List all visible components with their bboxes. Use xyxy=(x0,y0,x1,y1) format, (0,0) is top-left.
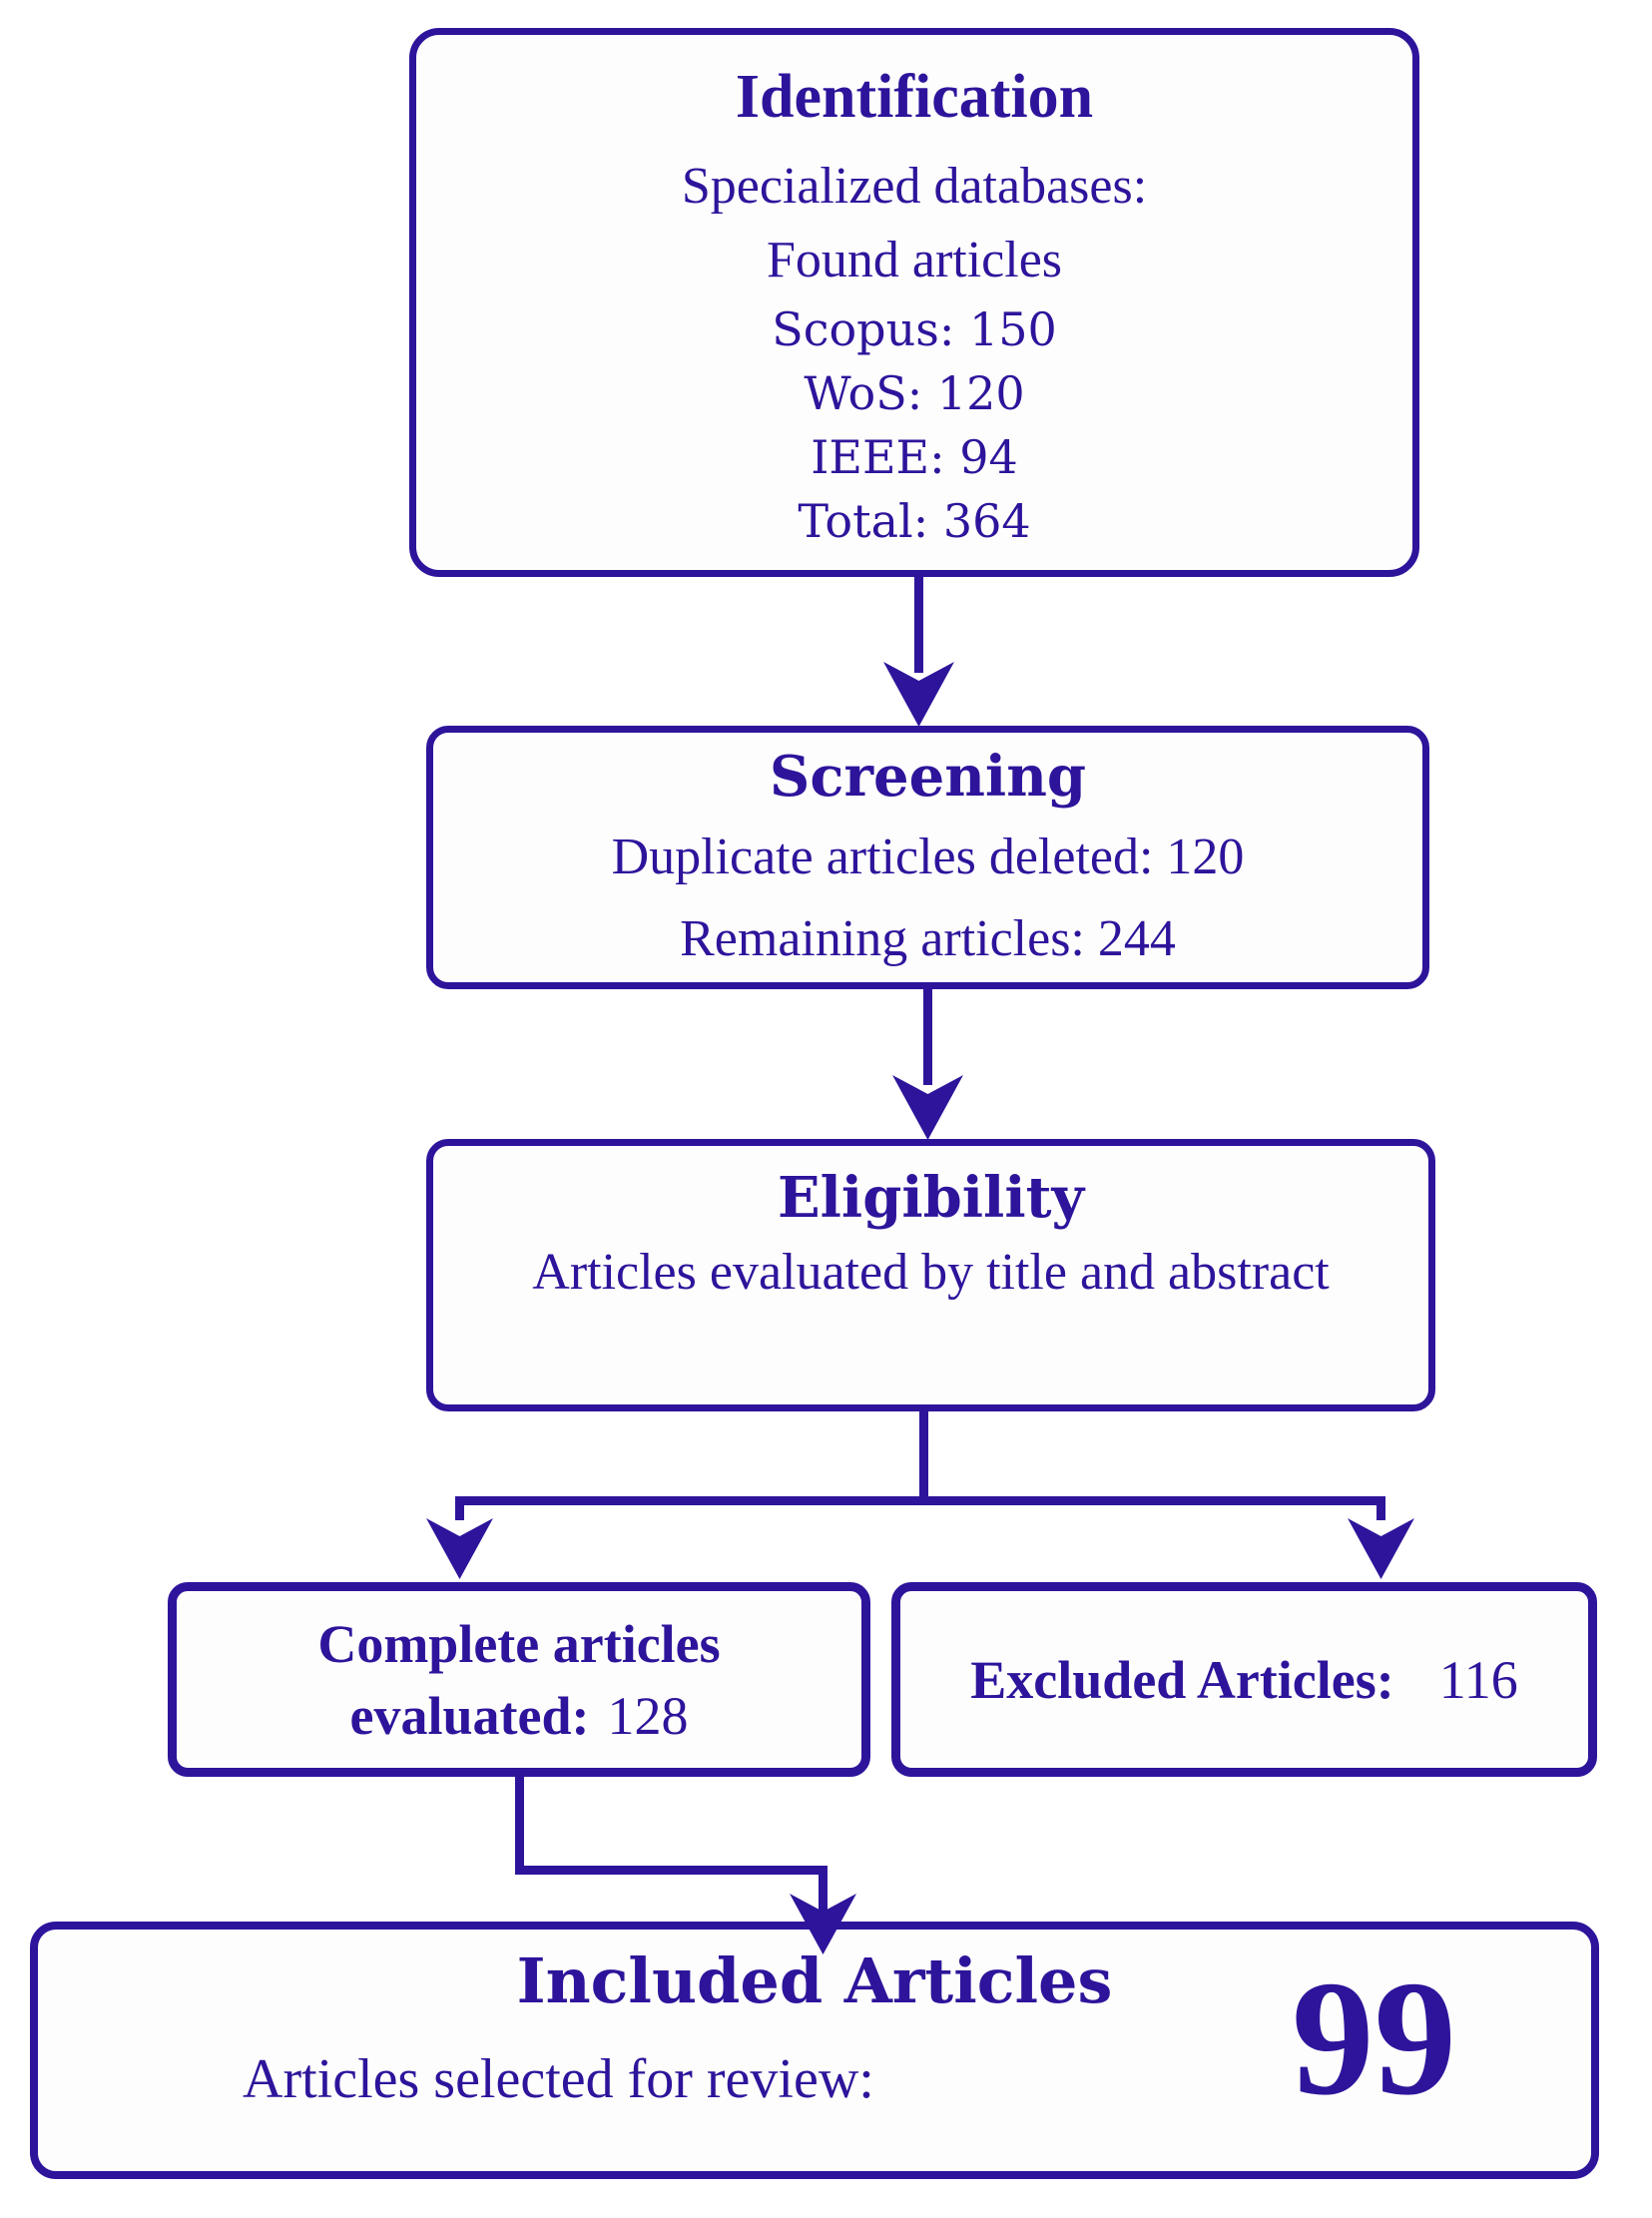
arrow-split-right-head-icon xyxy=(1348,1518,1414,1579)
arrow-split-left-head-icon xyxy=(426,1518,493,1579)
elbow-vertical-1 xyxy=(515,1775,524,1875)
identification-box: Identification Specialized databases: Fo… xyxy=(409,28,1419,577)
complete-articles-count: 128 xyxy=(607,1685,689,1746)
complete-articles-box: Complete articles evaluated: 128 xyxy=(168,1582,870,1777)
complete-articles-line2: evaluated: 128 xyxy=(177,1680,861,1752)
eligibility-box: Eligibility Articles evaluated by title … xyxy=(426,1139,1435,1411)
identification-line2: Found articles xyxy=(766,232,1063,288)
excluded-articles-box: Excluded Articles: 116 xyxy=(891,1582,1597,1777)
included-articles-box: Included Articles Articles selected for … xyxy=(30,1922,1599,2179)
stat-scopus: Scopus: 150 xyxy=(772,302,1057,356)
stat-ieee: IEEE: 94 xyxy=(811,430,1018,484)
complete-articles-line1: Complete articles xyxy=(317,1613,721,1674)
screening-box: Screening Duplicate articles deleted: 12… xyxy=(426,726,1429,989)
arrow-identification-screening-head-icon xyxy=(883,662,954,727)
screening-line1: Duplicate articles deleted: 120 xyxy=(611,829,1245,885)
split-right-stub xyxy=(1377,1496,1385,1520)
elbow-vertical-2 xyxy=(819,1866,827,1916)
eligibility-title: Eligibility xyxy=(777,1165,1085,1231)
screening-title: Screening xyxy=(769,744,1087,810)
arrow-screening-eligibility-stem xyxy=(923,987,932,1085)
excluded-articles-label: Excluded Articles: xyxy=(970,1649,1394,1710)
split-branch-line xyxy=(455,1496,1385,1505)
included-articles-label: Articles selected for review: xyxy=(243,2048,874,2110)
stat-wos: WoS: 120 xyxy=(804,366,1025,420)
split-left-stub xyxy=(455,1496,464,1520)
split-stem xyxy=(919,1407,928,1504)
excluded-articles-count: 116 xyxy=(1438,1649,1518,1710)
identification-title: Identification xyxy=(735,63,1094,131)
eligibility-body: Articles evaluated by title and abstract xyxy=(532,1244,1330,1301)
included-articles-count: 99 xyxy=(1292,1946,1456,2129)
arrow-screening-eligibility-head-icon xyxy=(892,1075,963,1140)
stat-total: Total: 364 xyxy=(798,494,1031,548)
included-articles-title: Included Articles xyxy=(516,1944,1113,2017)
identification-line1: Specialized databases: xyxy=(681,158,1148,215)
screening-line2: Remaining articles: 244 xyxy=(680,910,1176,967)
complete-articles-label: evaluated: xyxy=(349,1685,590,1746)
elbow-horizontal xyxy=(515,1866,827,1875)
arrow-identification-screening-stem xyxy=(914,573,923,673)
